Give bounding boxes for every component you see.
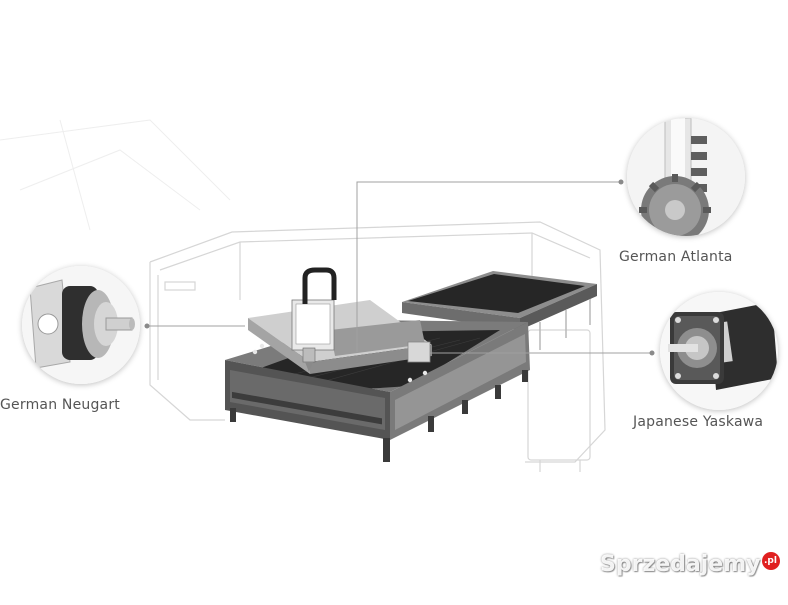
exchange-table (402, 271, 597, 350)
watermark-tld-badge: .pl (761, 552, 780, 570)
servo-motor-icon (660, 292, 778, 410)
atlanta-gear-circle (627, 118, 745, 236)
leader-dots (144, 179, 655, 356)
leader-lines (147, 181, 652, 354)
background-sketch (0, 119, 231, 231)
rack-and-pinion-gear-icon (627, 118, 745, 236)
neugart-gearbox-circle (22, 266, 140, 384)
watermark-logo: Sprzedajemy.pl (600, 552, 780, 577)
watermark-text: Sprzedajemy (600, 552, 761, 577)
cutting-head (291, 267, 337, 372)
yaskawa-motor-circle (660, 292, 778, 410)
callout-label-yaskawa: Japanese Yaskawa (633, 414, 764, 430)
planetary-gearbox-icon (22, 266, 140, 384)
enclosure-ghost (149, 221, 606, 472)
callout-label-atlanta: German Atlanta (619, 249, 733, 265)
callout-label-neugart: German Neugart (0, 397, 120, 413)
